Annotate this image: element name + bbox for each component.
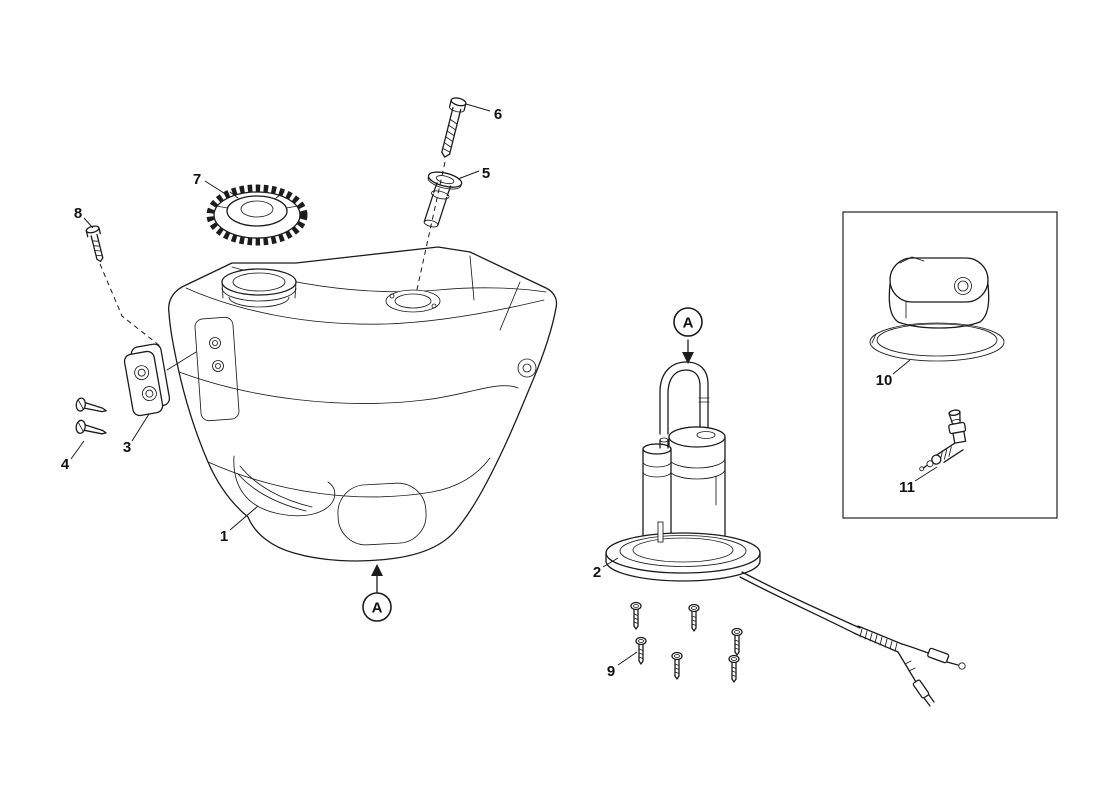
callout-6: 6	[494, 106, 502, 123]
small-bolt	[85, 225, 104, 263]
callout-11: 11	[899, 479, 915, 496]
view-marker-a-label: A	[683, 315, 694, 332]
leader-lines	[70, 103, 938, 666]
bolt-dash-line	[99, 263, 161, 347]
tank-side-plate	[194, 316, 240, 422]
fuel-tank	[168, 246, 558, 562]
long-bolt	[441, 97, 467, 158]
flange-screws	[630, 601, 743, 683]
callout-5: 5	[482, 165, 490, 182]
pump-cover	[869, 256, 1005, 362]
bracket-screws	[75, 397, 107, 435]
screw	[731, 627, 743, 656]
connector-plug	[927, 647, 950, 664]
callout-7: 7	[193, 171, 201, 188]
filler-cap	[206, 184, 308, 246]
connector-plug	[912, 679, 930, 699]
alignment-dash-line	[415, 161, 446, 295]
screw	[688, 603, 700, 632]
view-marker-a-pump: A	[673, 307, 703, 364]
fuel-pump-assembly	[605, 361, 761, 582]
callouts: 1 2 3 4 5 6 7 8 9 10 11	[61, 106, 915, 680]
callout-4: 4	[61, 456, 70, 473]
callout-8: 8	[74, 205, 82, 222]
arrow-up-icon	[371, 564, 383, 576]
tank-top-opening	[385, 289, 441, 313]
spacer-tube	[423, 171, 463, 228]
view-marker-a-tank: A	[362, 564, 392, 622]
arrow-down-icon	[682, 352, 694, 364]
flange-slot	[657, 521, 664, 543]
wiring-harness	[739, 571, 966, 707]
screw	[728, 654, 740, 683]
callout-10: 10	[876, 372, 893, 389]
elbow-fitting	[919, 409, 967, 472]
view-marker-a-label: A	[372, 600, 383, 617]
callout-3: 3	[123, 439, 131, 456]
mounting-bracket	[123, 343, 171, 417]
screw	[635, 636, 647, 665]
callout-1: 1	[220, 528, 228, 545]
screw	[671, 651, 683, 680]
bracket-link-line	[166, 351, 197, 371]
callout-2: 2	[593, 564, 601, 581]
screw	[630, 601, 642, 630]
callout-9: 9	[607, 663, 615, 680]
filler-neck	[221, 268, 297, 308]
detail-box	[842, 211, 1058, 519]
